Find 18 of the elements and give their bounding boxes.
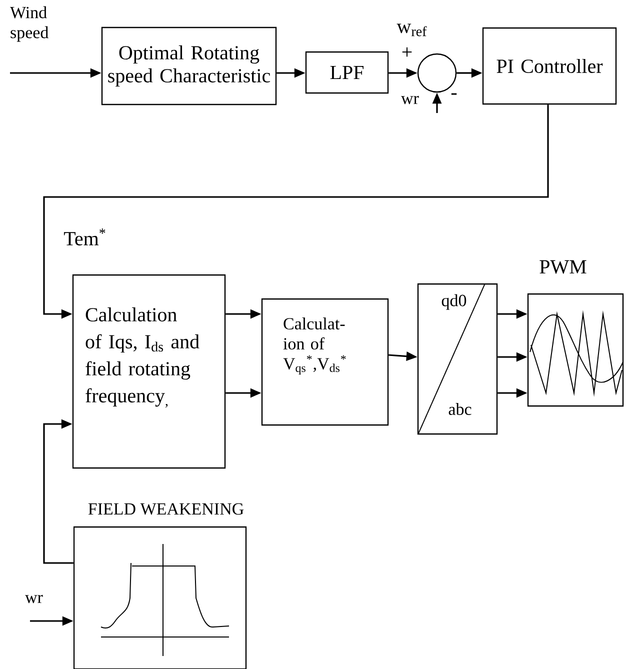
block-heading: FIELD WEAKENING <box>88 503 244 515</box>
controller-box: PI Controller <box>482 27 617 105</box>
block-label: abc <box>448 403 472 415</box>
process-box: Optimal Rotating speed Characteristic <box>101 26 277 106</box>
filter-box: LPF <box>305 51 389 94</box>
edge-label: wr <box>25 594 43 604</box>
summing-junction <box>417 53 457 93</box>
block-heading: PWM <box>540 260 586 274</box>
arrow <box>43 419 74 564</box>
edge-label: Tem$^{*}$ <box>64 228 106 246</box>
sign-label: + <box>402 47 412 57</box>
edge-label: Wind speed <box>10 6 48 42</box>
edge-label: w$_{ref}$ <box>396 24 427 36</box>
process-box: Calculat- ion of V$_{qs}$$^{*}$,V$_{ds}$* <box>261 298 389 426</box>
process-box: Calculation of Iqs, I$_{ds}$ and field rotating frequency$_{,}$ <box>72 274 226 469</box>
sign-label: - <box>451 93 457 95</box>
block-label: qd0 <box>442 294 466 310</box>
edge-label: wr <box>401 96 419 104</box>
